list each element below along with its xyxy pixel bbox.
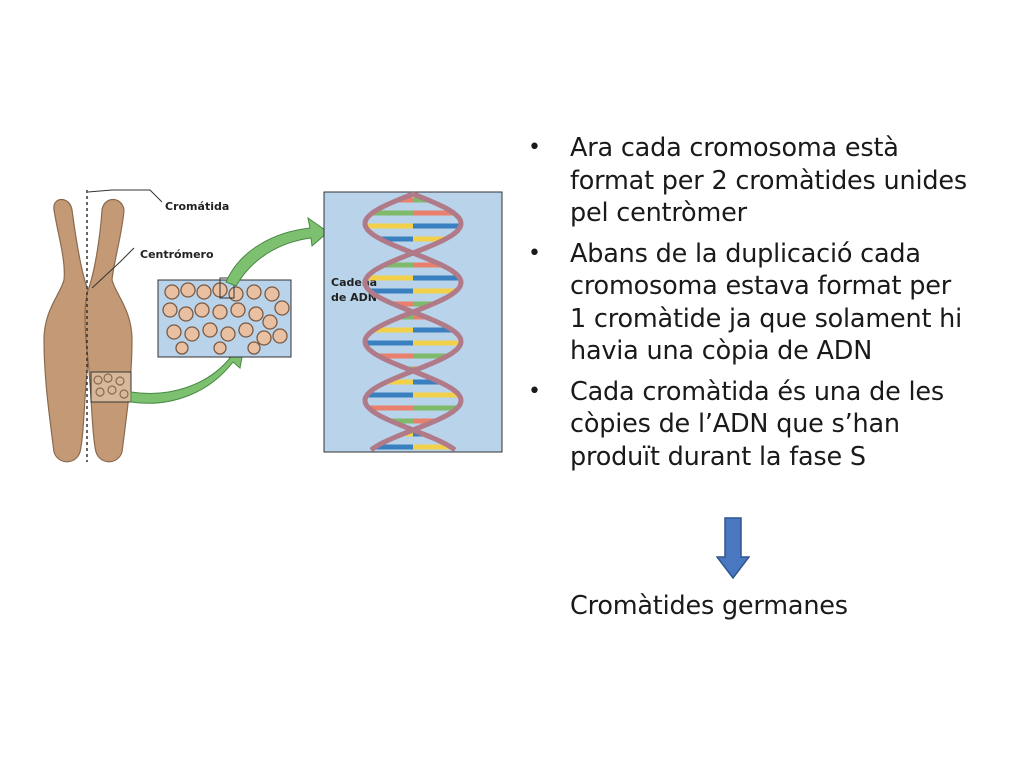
- dna-base: [368, 405, 413, 411]
- dna-base: [369, 288, 413, 294]
- dna-base: [413, 210, 454, 216]
- chromatin-sample-coils: [93, 373, 129, 399]
- dna-base: [373, 327, 413, 333]
- bullet-item: • Cada cromàtida és una de les còpies de…: [528, 376, 968, 474]
- dna-base-pairs: [365, 197, 461, 450]
- label-dna-line2: de ADN: [331, 291, 377, 304]
- dna-base: [367, 392, 413, 398]
- bullet-item: • Ara cada cromosoma està format per 2 c…: [528, 132, 968, 230]
- dna-base: [413, 418, 436, 424]
- chromatid-left: [43, 198, 92, 463]
- down-arrow-icon: [716, 517, 750, 579]
- chromatid-right: [84, 198, 133, 463]
- dna-base: [413, 405, 458, 411]
- dna-base: [365, 340, 413, 346]
- chromatid-leader: [87, 189, 163, 203]
- dna-base: [384, 262, 413, 268]
- label-centromere: Centrómero: [140, 248, 214, 261]
- dna-backbone: [362, 191, 464, 453]
- dna-base: [413, 197, 429, 203]
- bullet-item: • Abans de la duplicació cada cromosoma …: [528, 238, 968, 368]
- dna-base: [397, 197, 413, 203]
- green-arrow-2: [225, 216, 329, 287]
- bullet-list: • Ara cada cromosoma està format per 2 c…: [528, 132, 968, 481]
- dna-base: [413, 392, 459, 398]
- label-chromatid: Cromátida: [165, 200, 229, 213]
- dna-base: [413, 223, 461, 229]
- dna-base: [413, 353, 448, 359]
- dna-base: [413, 340, 461, 346]
- dna-backbone: [362, 191, 464, 453]
- centromere-leader: [91, 247, 135, 289]
- dna-base: [413, 262, 442, 268]
- bullet-text: Abans de la duplicació cada cromosoma es…: [570, 238, 963, 367]
- bullet-text: Ara cada cromosoma està format per 2 cro…: [570, 133, 967, 228]
- conclusion-text: Cromàtides germanes: [570, 591, 848, 621]
- dna-backbones: [362, 191, 464, 453]
- dna-base: [365, 223, 413, 229]
- dna-base: [413, 275, 460, 281]
- dna-base: [413, 288, 457, 294]
- dna-base: [413, 301, 433, 307]
- dna-base: [375, 444, 413, 450]
- dna-base: [372, 210, 413, 216]
- bullet-symbol: •: [528, 240, 541, 266]
- bullet-symbol: •: [528, 135, 541, 160]
- dna-base: [378, 353, 413, 359]
- dna-base: [413, 236, 446, 242]
- dna-base: [386, 379, 413, 385]
- dna-base: [413, 327, 453, 333]
- bullet-text: Cada cromàtida és una de les còpies de l…: [570, 376, 944, 472]
- chromatin-coils: [162, 282, 290, 355]
- dna-base: [393, 301, 413, 307]
- dna-base: [390, 418, 413, 424]
- dna-panel: [323, 191, 503, 453]
- dna-base: [366, 275, 413, 281]
- dna-base: [413, 444, 451, 450]
- chromatin-sample-box: [90, 371, 132, 403]
- bullet-symbol: •: [528, 378, 541, 404]
- chromosome-dna-figure: Cromátida Centrómero Cadena: [43, 189, 503, 463]
- chromatin-highlight-box: [219, 277, 235, 299]
- dna-base: [380, 236, 413, 242]
- dna-base: [413, 379, 440, 385]
